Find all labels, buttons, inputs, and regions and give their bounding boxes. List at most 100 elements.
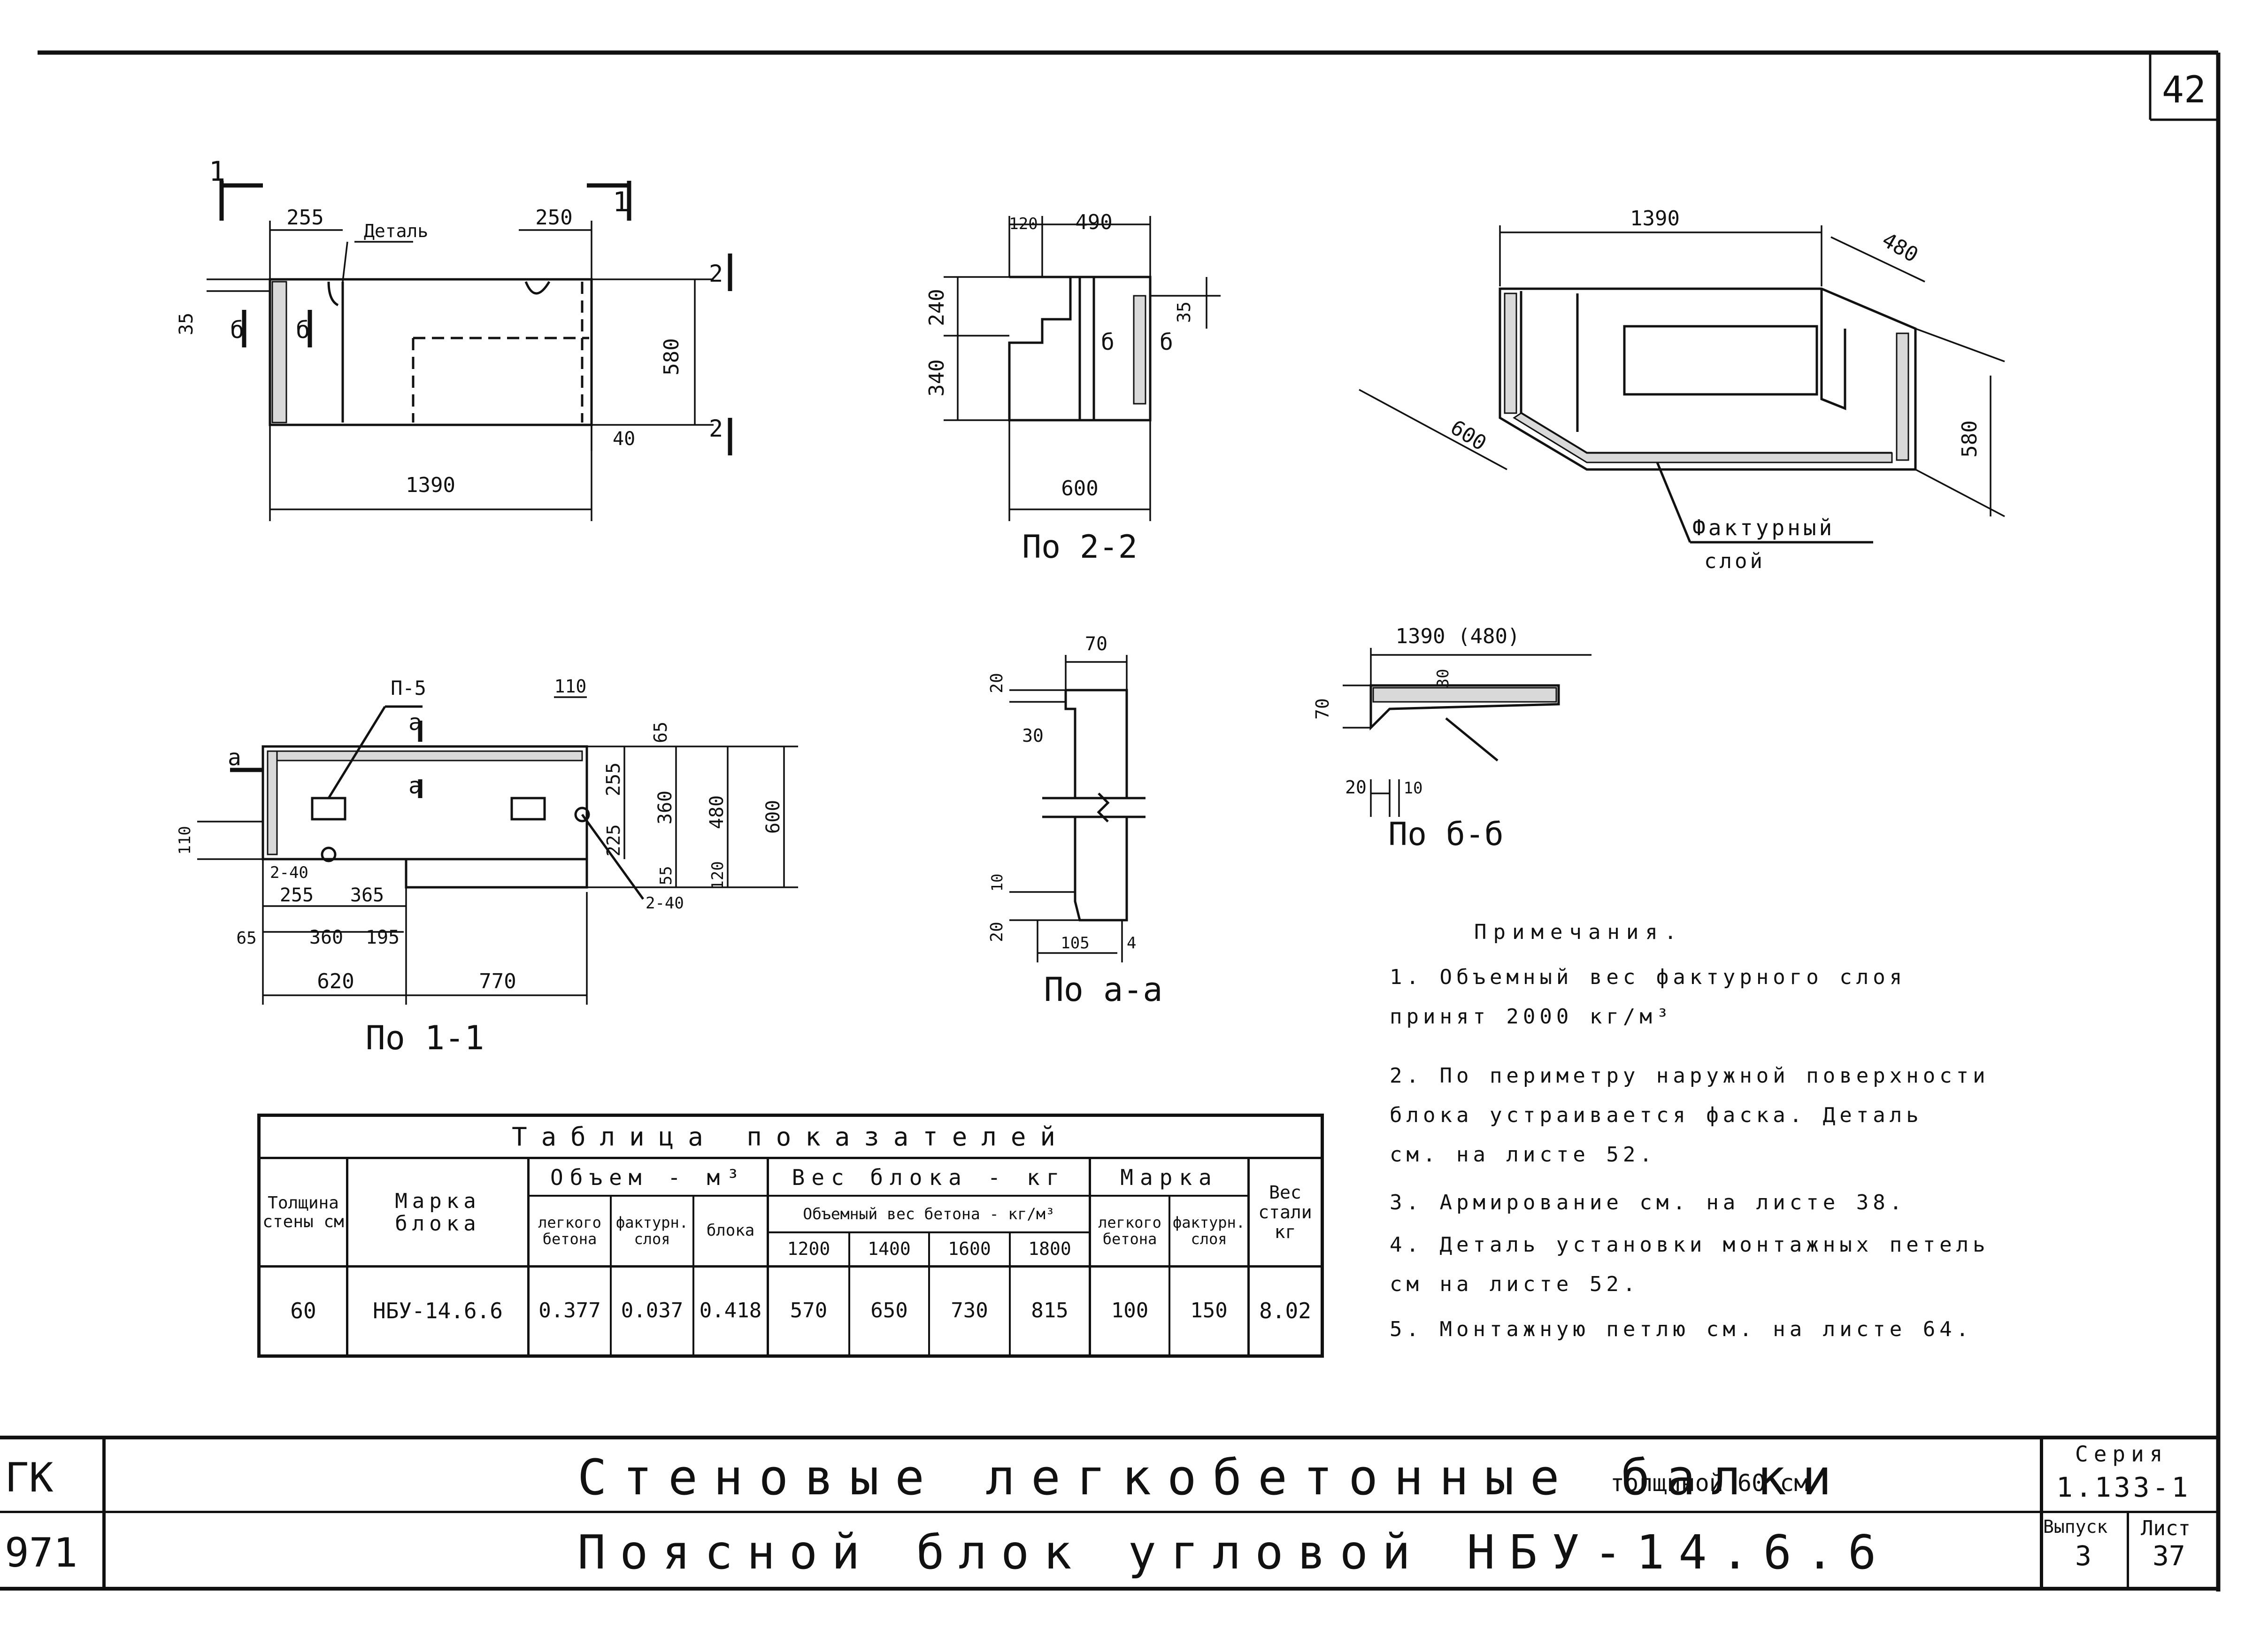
section-mark-2-top: 2 xyxy=(709,260,723,287)
aa-dim-20-top: 20 xyxy=(987,673,1007,693)
th-w-1200: 1200 xyxy=(787,1238,830,1260)
note-4: 4. Деталь установки монтажных петель см … xyxy=(1390,1233,1990,1296)
table-title: Таблица показателей xyxy=(261,1117,1321,1159)
plan-outline xyxy=(269,278,593,426)
th-volume: Объем - м³ xyxy=(550,1164,746,1190)
s11-dim-55: 55 xyxy=(657,866,676,885)
s11-dim-600: 600 xyxy=(762,800,784,834)
note-3: 3. Армирование см. на листе 38. xyxy=(1390,1191,1907,1215)
th-mark-facing: фактурн. слоя xyxy=(1172,1213,1245,1248)
td-w-1800: 815 xyxy=(1031,1299,1069,1323)
s22-caption: По 2-2 xyxy=(1022,529,1138,566)
s11-label-a3: а xyxy=(408,773,422,799)
tb-title-note: толщиной 60 см xyxy=(1610,1469,1808,1497)
iso-dim-480: 480 xyxy=(1878,228,1922,267)
tb-sheet-value: 37 xyxy=(2153,1540,2185,1572)
tb-sheet-label: Лист xyxy=(2141,1516,2191,1540)
bb-dim-20: 20 xyxy=(1345,777,1367,798)
plan-facing-layer xyxy=(271,281,287,423)
bb-dim-70: 70 xyxy=(1312,698,1333,720)
th-mark: Марка xyxy=(1120,1164,1218,1190)
plan-dim-1390: 1390 xyxy=(406,473,455,497)
th-wall-thickness: Толщина стены см xyxy=(262,1193,344,1231)
s11-label-240-right: 2-40 xyxy=(646,894,684,913)
plan-dim-580: 580 xyxy=(660,338,684,375)
section-a-a xyxy=(1009,655,1146,962)
bb-dim-10: 10 xyxy=(1404,779,1423,798)
tb-title: Стеновые легкобетонные балки xyxy=(577,1449,1848,1506)
td-w-1600: 730 xyxy=(951,1299,988,1323)
plan-dim-255: 255 xyxy=(286,206,323,230)
td-w-1200: 570 xyxy=(790,1299,828,1323)
tb-left-bottom: 971 xyxy=(5,1530,78,1576)
th-w-1800: 1800 xyxy=(1028,1238,1071,1260)
aa-dim-105: 105 xyxy=(1061,934,1089,953)
s11-label-240-left: 2-40 xyxy=(270,863,308,882)
tb-issue-value: 3 xyxy=(2075,1540,2091,1572)
s11-label-a1: а xyxy=(408,709,422,736)
th-steel: Вес стали кг xyxy=(1258,1182,1312,1242)
s11-label-a2: а xyxy=(228,745,241,771)
s11-dim-480: 480 xyxy=(706,795,728,829)
td-w-1400: 650 xyxy=(870,1299,908,1323)
aa-dim-30: 30 xyxy=(1022,725,1044,746)
iso-dim-1390: 1390 xyxy=(1630,207,1680,231)
note-1: 1. Объемный вес фактурного слоя принят 2… xyxy=(1390,965,1907,1029)
plan-detail-callout: Деталь xyxy=(364,221,428,241)
iso-dim-600: 600 xyxy=(1446,415,1490,455)
th-w-1400: 1400 xyxy=(868,1238,911,1260)
s11-dim-365: 365 xyxy=(350,884,384,906)
section-b-b xyxy=(1343,648,1591,817)
s11-dim-110-left: 110 xyxy=(176,826,194,854)
td-vol-facing: 0.037 xyxy=(621,1299,684,1323)
section-2-2-outline xyxy=(1008,276,1152,422)
s11-dim-65: 65 xyxy=(650,722,671,743)
th-weight: Вес блока - кг xyxy=(792,1164,1066,1190)
section-mark-1-right: 1 xyxy=(613,186,629,218)
th-w-1600: 1600 xyxy=(948,1238,991,1260)
notes-title: Примечания. xyxy=(1474,920,1684,944)
section-1-1 xyxy=(197,696,798,1005)
s22-dim-35: 35 xyxy=(1174,301,1194,323)
s22-mark-b2: б xyxy=(1160,329,1173,355)
td-mark: НБУ-14.6.6 xyxy=(373,1298,503,1324)
bb-caption: По б-б xyxy=(1388,816,1504,853)
s11-dim-120: 120 xyxy=(708,861,727,890)
aa-outline xyxy=(1064,689,1128,922)
plan-dim-250: 250 xyxy=(535,206,572,230)
td-steel: 8.02 xyxy=(1259,1298,1311,1324)
iso-label-facing: Фактурный xyxy=(1692,515,1835,540)
th-vol-block: блока xyxy=(706,1221,755,1240)
bb-outline xyxy=(1369,684,1560,731)
section-2-2 xyxy=(944,216,1221,521)
note-5: 5. Монтажную петлю см. на листе 64. xyxy=(1390,1317,1973,1341)
th-vol-light-concrete: легкого бетона xyxy=(538,1213,601,1248)
section-mark-b-right: б xyxy=(296,316,310,344)
td-vol-light: 0.377 xyxy=(538,1299,601,1323)
s11-dim-360-bottom: 360 xyxy=(309,927,343,948)
tb-series-value: 1.133-1 xyxy=(2056,1471,2191,1503)
bb-dim-1390-480: 1390 (480) xyxy=(1396,624,1520,648)
s11-dim-110-top: 110 xyxy=(554,676,587,697)
plan-view xyxy=(207,181,732,521)
sheet-number: 42 xyxy=(2162,69,2206,111)
s22-dim-240: 240 xyxy=(925,289,949,326)
aa-dim-10: 10 xyxy=(988,874,1006,892)
bb-dim-30: 30 xyxy=(1434,669,1453,688)
section-mark-2-bottom: 2 xyxy=(709,415,723,442)
s22-dim-600: 600 xyxy=(1061,477,1098,500)
s11-caption: По 1-1 xyxy=(366,1019,484,1057)
aa-caption: По а-а xyxy=(1044,970,1163,1009)
tb-subtitle: Поясной блок угловой НБУ-14.6.6 xyxy=(577,1525,1891,1580)
plan-dim-35: 35 xyxy=(176,313,197,335)
s22-dim-120: 120 xyxy=(1009,215,1038,233)
title-block: ГК 971 Стеновые легкобетонные балки толщ… xyxy=(0,1436,2218,1591)
s11-dim-195: 195 xyxy=(366,927,400,948)
s11-dim-225: 225 xyxy=(603,824,624,857)
iso-dim-580: 580 xyxy=(1958,420,1982,457)
th-vol-facing: фактурн. слоя xyxy=(615,1213,689,1248)
iso-label-layer: слой xyxy=(1704,549,1765,573)
s11-dim-360: 360 xyxy=(654,791,676,824)
aa-dim-70: 70 xyxy=(1085,633,1107,655)
th-weight-density: Объемный вес бетона - кг/м³ xyxy=(803,1204,1055,1223)
